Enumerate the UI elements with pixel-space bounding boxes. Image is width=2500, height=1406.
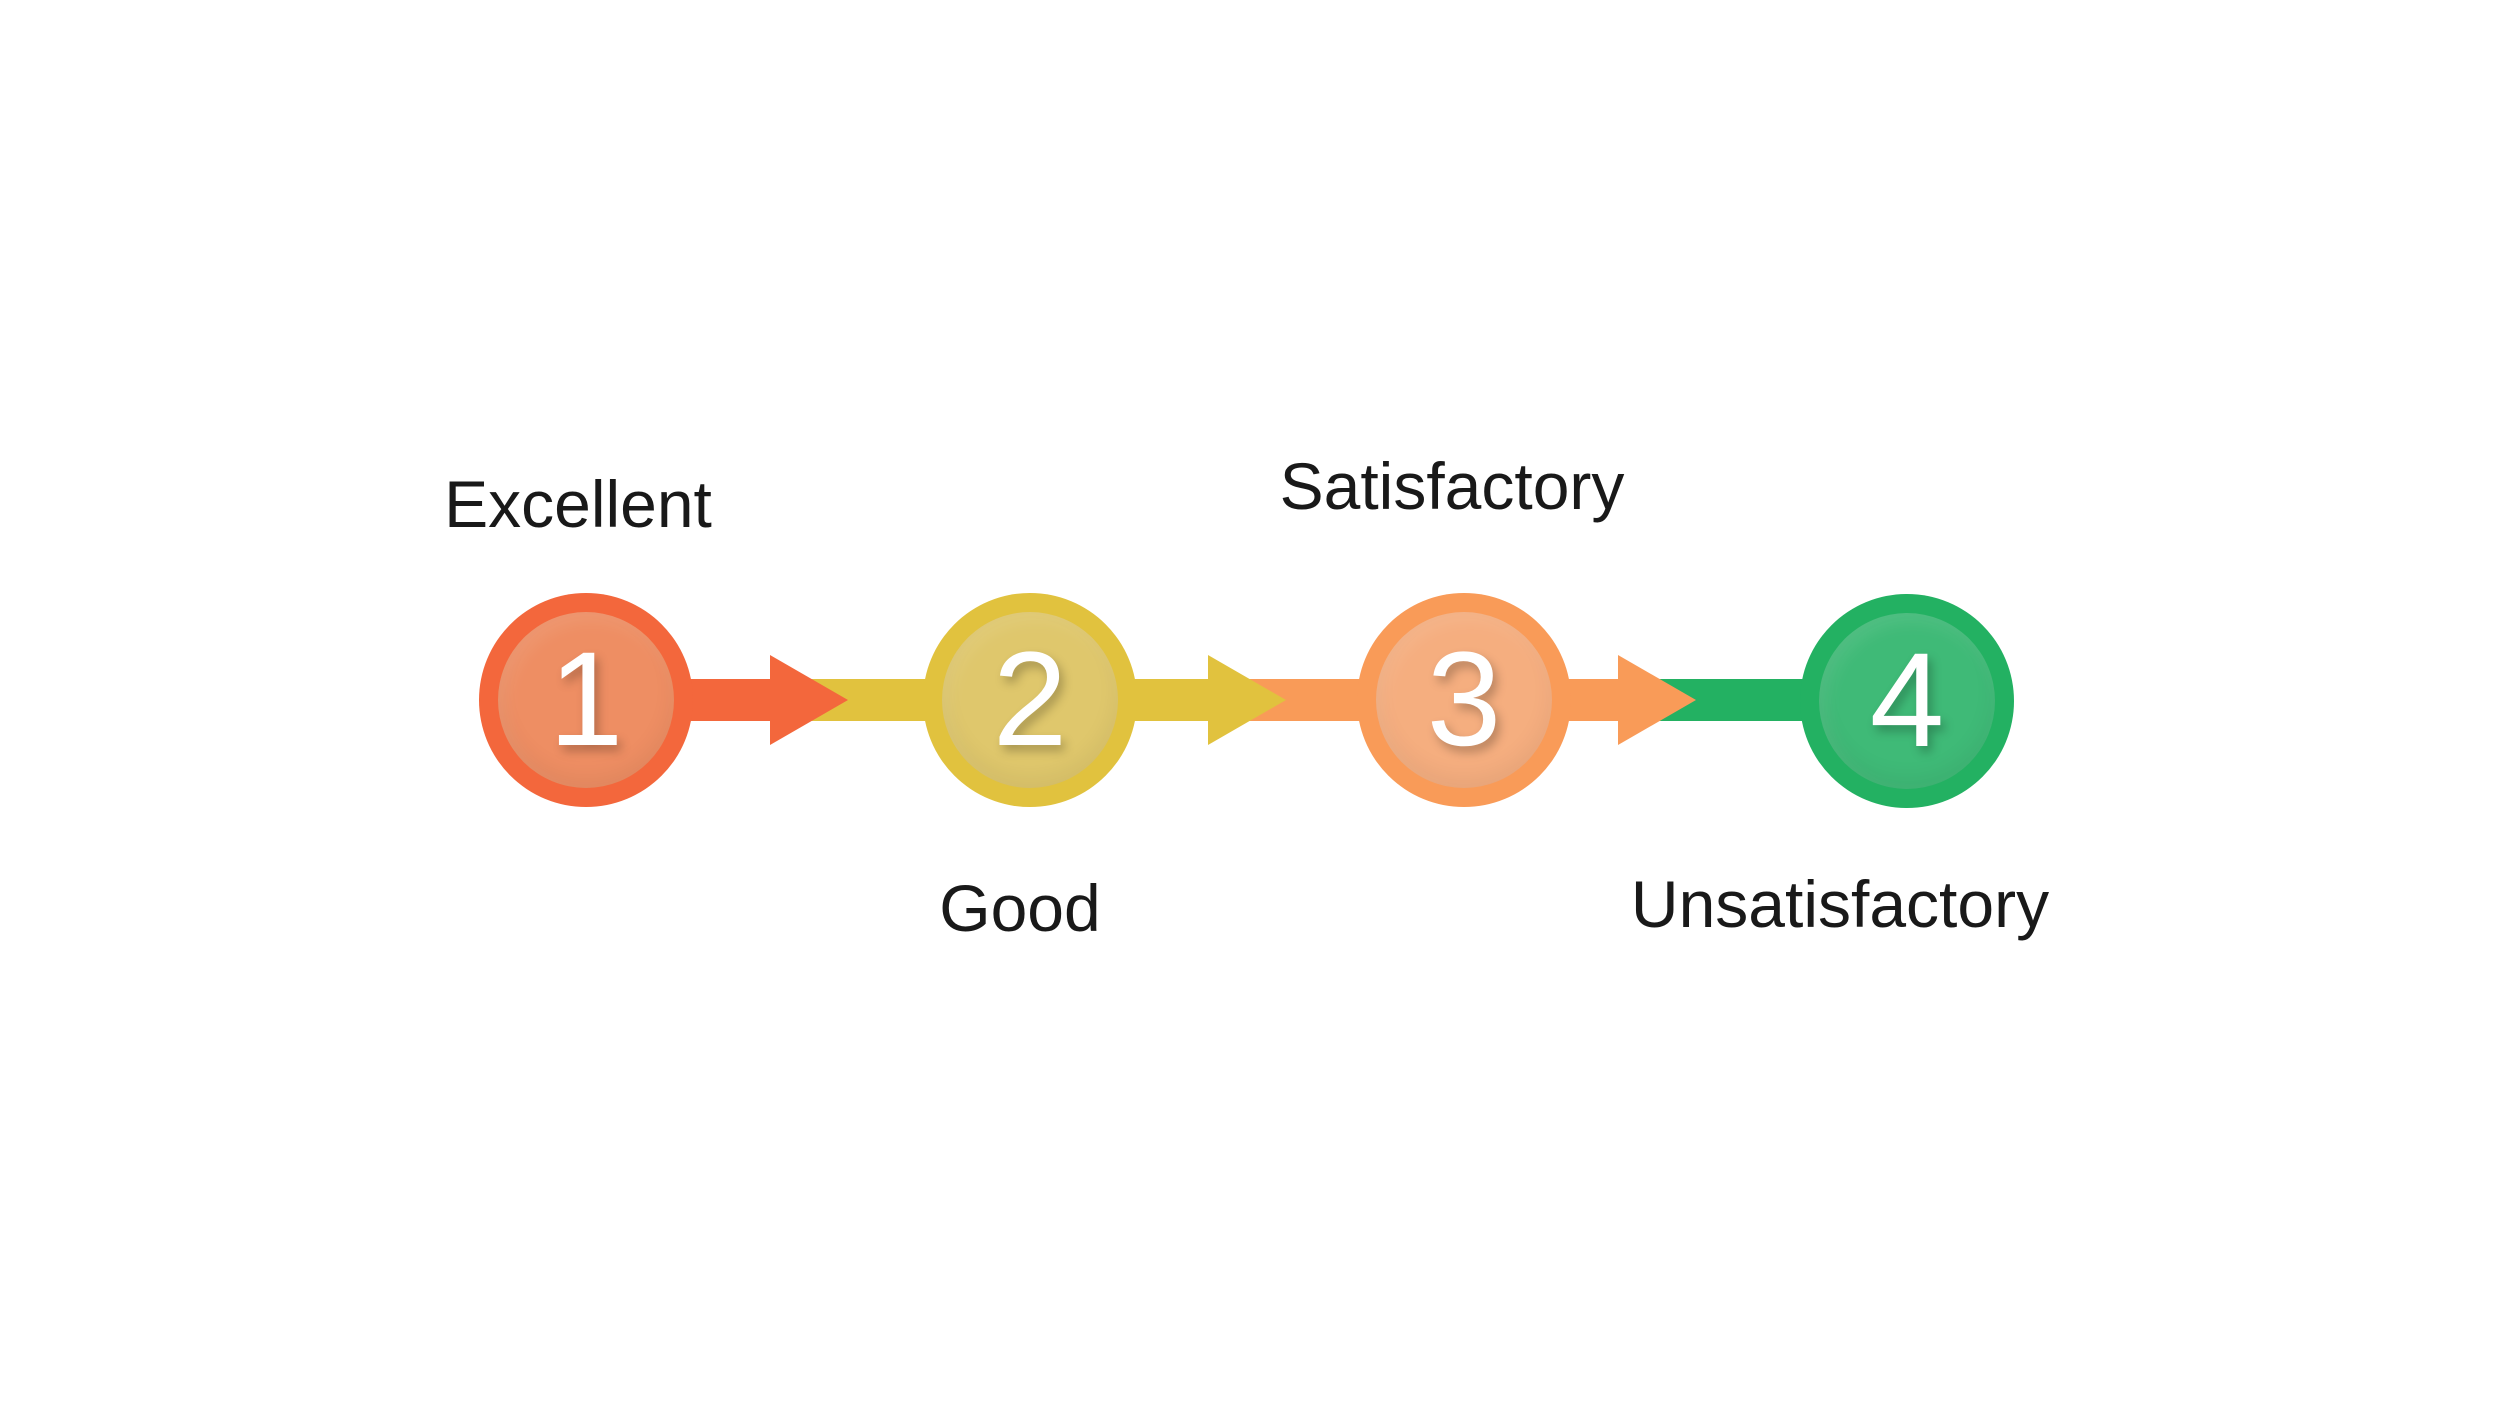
connector-3-4-arrowhead-icon (1618, 655, 1696, 745)
step-4-circle: 4 (1800, 594, 2014, 808)
connector-1-2-arrowhead-icon (770, 655, 848, 745)
step-1-circle: 1 (479, 593, 693, 807)
step-4-label: Unsatisfactory (1630, 867, 2050, 941)
step-2-circle: 2 (923, 593, 1137, 807)
step-3-circle-fill: 3 (1376, 612, 1552, 788)
step-1-number: 1 (548, 625, 624, 774)
step-3-circle: 3 (1357, 593, 1571, 807)
step-2-circle-fill: 2 (942, 612, 1118, 788)
step-2-number: 2 (992, 625, 1068, 774)
connector-2-3-arrowhead-icon (1208, 655, 1286, 745)
step-4-circle-fill: 4 (1819, 613, 1995, 789)
step-3-number: 3 (1426, 625, 1502, 774)
step-4-number: 4 (1869, 626, 1945, 775)
step-3-label: Satisfactory (1279, 449, 1625, 523)
step-2-label: Good (939, 871, 1101, 945)
step-1-label: Excellent (444, 467, 712, 541)
step-1-circle-fill: 1 (498, 612, 674, 788)
